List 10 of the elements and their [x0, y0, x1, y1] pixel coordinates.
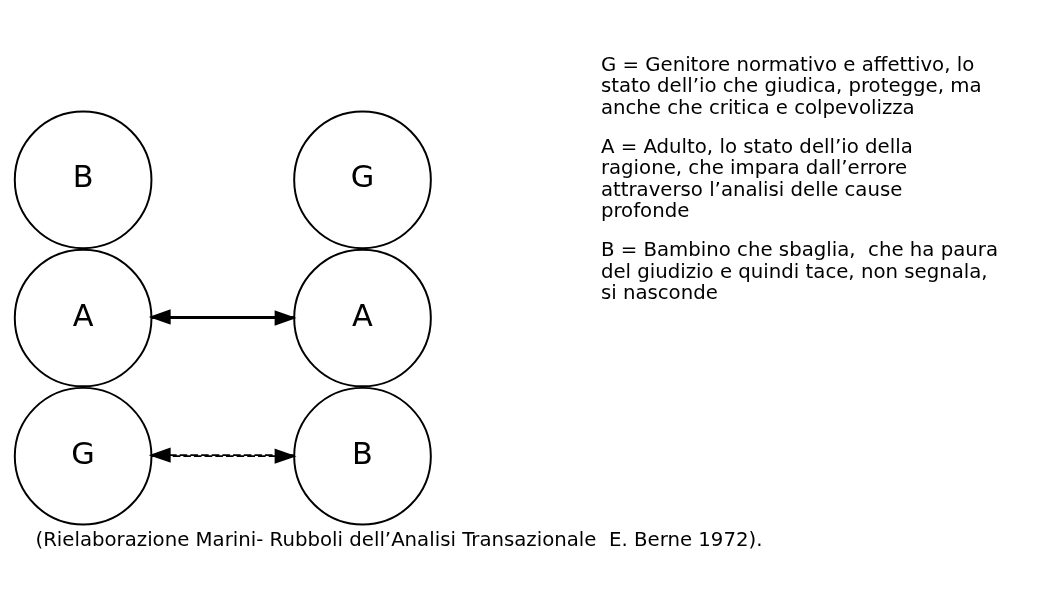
node-circle: A	[293, 248, 432, 387]
node-circle: B	[13, 110, 153, 249]
label: G = Genitore normativo e affettivo, lo stato dell’io che giudica, protegge, ma anche che critica e colpevolizza	[600, 52, 982, 119]
node-circle: G	[13, 386, 153, 525]
node-circle: A	[13, 248, 153, 387]
label: B = Bambino che sbaglia, che ha paura del giudizio e quindi tace, non segnala, si nasconde	[600, 237, 998, 304]
node-circle: G	[293, 110, 432, 249]
label: A = Adulto, lo stato dell’io della ragione, che impara dall’errore attraverso l’analisi delle cause profonde	[600, 134, 913, 222]
caption: (Rielaborazione Marini- Rubboli dell’Analisi Transazionale E. Berne 1972).	[35, 527, 763, 551]
node-circle: B	[293, 386, 432, 525]
